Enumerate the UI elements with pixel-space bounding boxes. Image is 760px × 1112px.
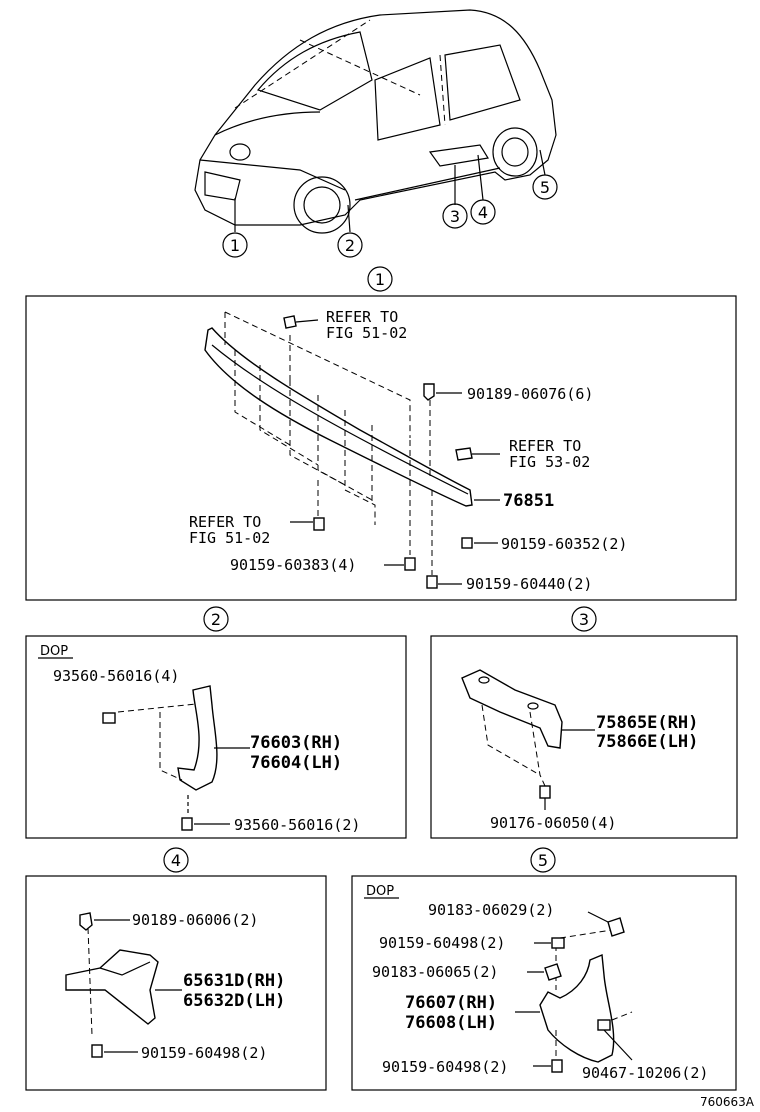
label-90467-10206: 90467-10206(2) [582, 1064, 708, 1082]
label-90183-06065: 90183-06065(2) [372, 963, 498, 981]
clip-90183-06029-icon [587, 911, 625, 937]
diagram-code: 760663A [700, 1095, 755, 1109]
screw-93560-bottom-icon [181, 795, 230, 831]
svg-text:3: 3 [450, 207, 460, 226]
label-76603-rh: 76603(RH) [250, 733, 342, 753]
label-refer-right-2: FIG 53-02 [509, 453, 590, 471]
label-refer-top-2: FIG 51-02 [326, 324, 407, 342]
svg-text:1: 1 [375, 270, 385, 289]
screw-60383-icon [384, 557, 416, 571]
label-93560-56016-2: 93560-56016(2) [234, 816, 360, 834]
svg-text:5: 5 [540, 178, 550, 197]
label-90159-60352: 90159-60352(2) [501, 535, 627, 553]
retainer-icon [455, 447, 500, 461]
label-refer-top-1: REFER TO [326, 308, 398, 326]
svg-text:2: 2 [345, 236, 355, 255]
screw-90159-60498-a-icon [534, 937, 565, 949]
screw-93560-top-icon [102, 712, 116, 724]
label-65632d-lh: 65632D(LH) [183, 991, 285, 1011]
bolt-90467-10206-icon [597, 1011, 633, 1061]
panel-4-frame [25, 875, 327, 1091]
label-90183-06029: 90183-06029(2) [428, 901, 554, 919]
label-93560-56016-4: 93560-56016(4) [53, 667, 179, 685]
car-marker-5: 5 [532, 174, 558, 200]
section-marker-2: 2 [203, 606, 229, 632]
label-90159-60440: 90159-60440(2) [466, 575, 592, 593]
car-marker-2: 2 [337, 232, 363, 258]
label-90159-60498-b: 90159-60498(2) [382, 1058, 508, 1076]
label-dop-2: DOP [40, 644, 68, 659]
svg-text:1: 1 [230, 236, 240, 255]
part-76851-strip [204, 327, 473, 507]
clip-90183-06065-icon [527, 963, 562, 981]
car-illustration [194, 9, 557, 234]
label-90189-06006: 90189-06006(2) [132, 911, 258, 929]
svg-text:5: 5 [538, 851, 548, 870]
svg-text:2: 2 [211, 610, 221, 629]
section-marker-1: 1 [367, 266, 393, 292]
clip-90176-icon [539, 785, 551, 810]
label-90159-60498-p4: 90159-60498(2) [141, 1044, 267, 1062]
panel-2-frame [25, 635, 407, 839]
label-75865e-rh: 75865E(RH) [596, 713, 698, 733]
mudguard-76603-icon [117, 685, 218, 791]
label-65631d-rh: 65631D(RH) [183, 971, 285, 991]
label-dop-5: DOP [366, 884, 394, 899]
car-marker-4: 4 [470, 199, 496, 225]
label-90176-06050: 90176-06050(4) [490, 814, 616, 832]
label-76608-lh: 76608(LH) [405, 1013, 497, 1033]
screw-left-icon [290, 517, 325, 531]
panel-1-frame [25, 295, 737, 601]
label-76604-lh: 76604(LH) [250, 753, 342, 773]
label-90189-06076: 90189-06076(6) [467, 385, 593, 403]
car-marker-1: 1 [222, 232, 248, 258]
panel-1-dashed-guides [224, 311, 433, 575]
clip-90189-06006-icon [79, 912, 130, 931]
label-refer-right-1: REFER TO [509, 437, 581, 455]
panel-5-frame [351, 875, 737, 1091]
label-76851: 76851 [503, 491, 554, 511]
label-refer-left-1: REFER TO [189, 513, 261, 531]
section-marker-5: 5 [530, 847, 556, 873]
guard-75865e-icon [461, 669, 563, 787]
splash-shield-65631d-icon [65, 927, 159, 1036]
svg-text:4: 4 [171, 851, 181, 870]
label-90159-60498-a: 90159-60498(2) [379, 934, 505, 952]
clip-icon [283, 315, 319, 329]
section-marker-3: 3 [571, 606, 597, 632]
screw-90159-60498-b-icon [533, 1059, 563, 1073]
screw-90159-60498-p4-icon [91, 1044, 138, 1058]
svg-text:4: 4 [478, 203, 488, 222]
screw-60440-icon [426, 575, 462, 589]
section-marker-4: 4 [163, 847, 189, 873]
screw-60352-icon [461, 537, 498, 549]
label-refer-left-2: FIG 51-02 [189, 529, 270, 547]
car-marker-3: 3 [442, 203, 468, 229]
svg-text:3: 3 [579, 610, 589, 629]
panel-3-frame [430, 635, 738, 839]
label-75866e-lh: 75866E(LH) [596, 732, 698, 752]
label-90159-60383: 90159-60383(4) [230, 556, 356, 574]
mudguard-76607-icon [539, 929, 615, 1063]
label-76607-rh: 76607(RH) [405, 993, 497, 1013]
clip-90189-icon [423, 383, 462, 401]
